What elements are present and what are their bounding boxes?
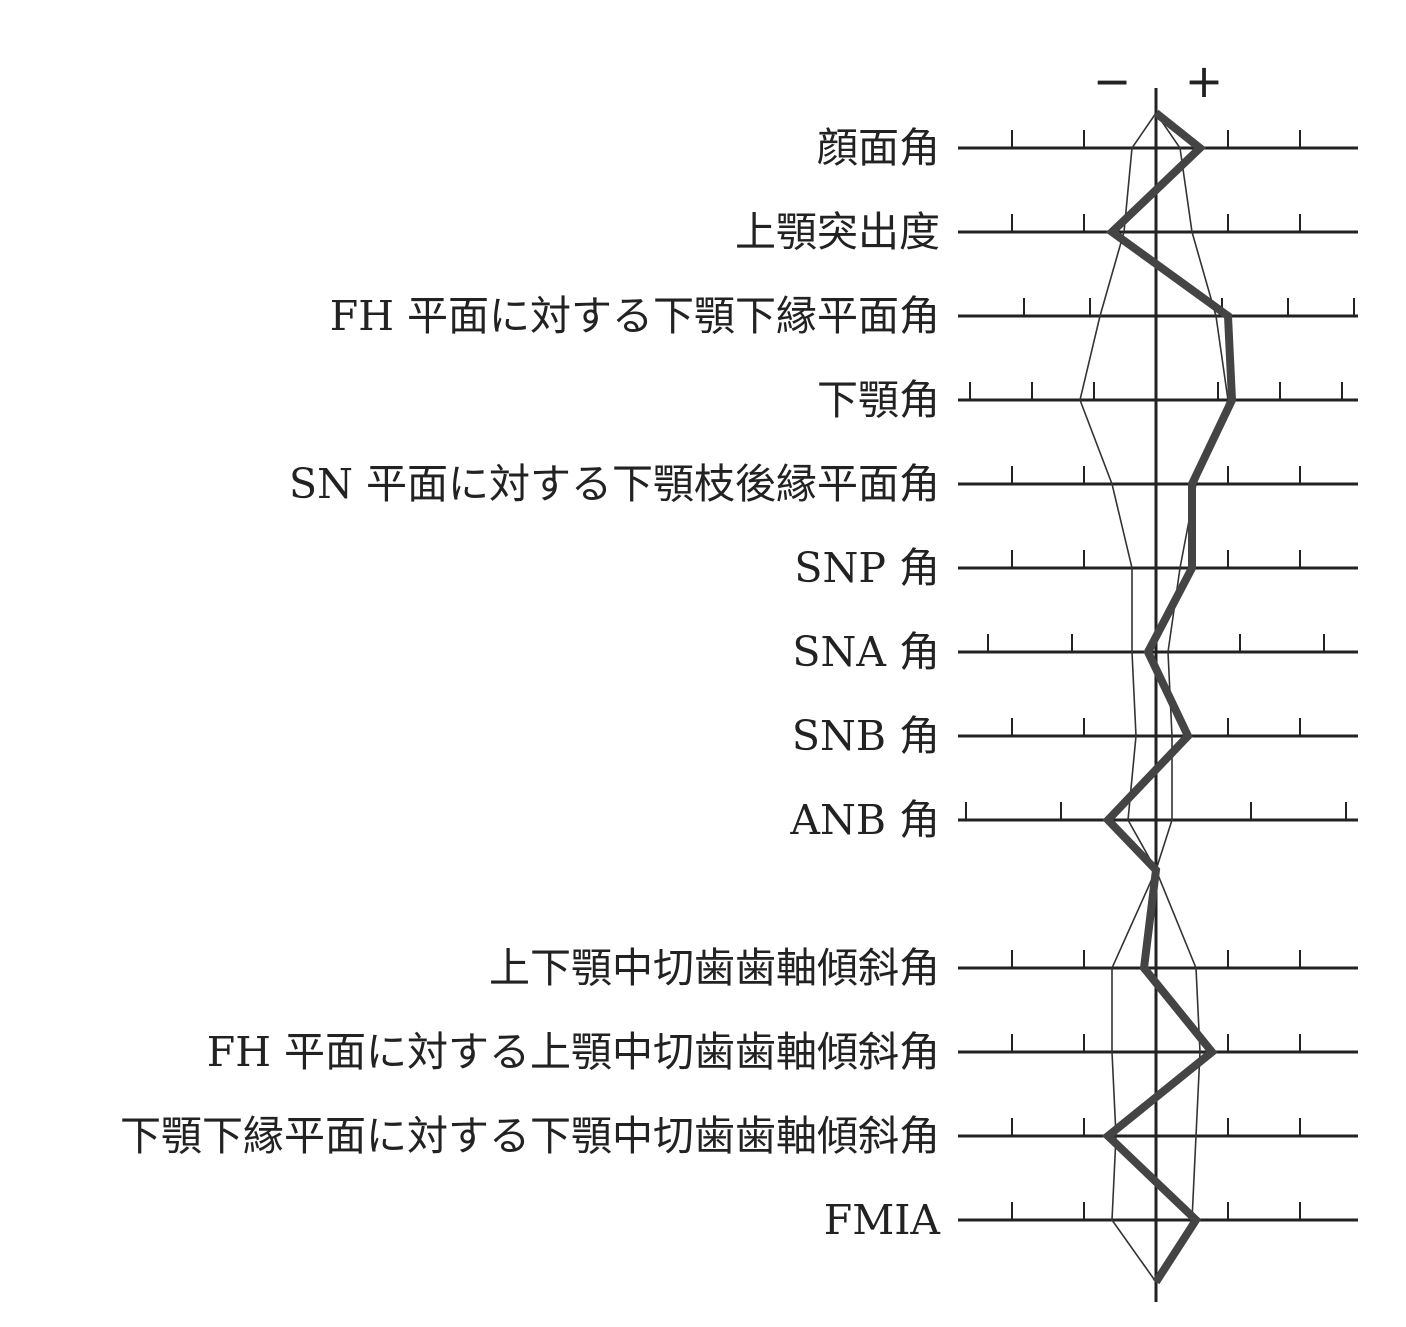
measurement-label: SN 平面に対する下顎枝後縁平面角 xyxy=(289,460,940,508)
patient-line xyxy=(1101,109,1237,1285)
plus-sign-label: + xyxy=(1185,54,1224,108)
measurement-label: ANB 角 xyxy=(789,796,940,844)
sign-labels: − + xyxy=(1093,54,1224,108)
measurement-label: FH 平面に対する上顎中切歯歯軸傾斜角 xyxy=(207,1028,940,1076)
patient-profile xyxy=(1101,109,1237,1285)
measurement-label: 下顎角 xyxy=(817,376,940,424)
norm-lines xyxy=(1079,112,1229,1283)
measurement-label: SNA 角 xyxy=(792,628,940,676)
measurement-label: 顔面角 xyxy=(817,124,940,172)
measurement-label: FH 平面に対する下顎下縁平面角 xyxy=(330,292,940,340)
measurement-label: 上下顎中切歯歯軸傾斜角 xyxy=(489,944,940,992)
measurement-label: FMIA xyxy=(824,1196,942,1244)
minus-sign-label: − xyxy=(1093,54,1132,108)
measurement-label: SNP 角 xyxy=(794,544,940,592)
norm-minus-line xyxy=(1079,112,1157,1283)
measurement-axes xyxy=(958,130,1358,1222)
measurement-label: 下顎下縁平面に対する下顎中切歯歯軸傾斜角 xyxy=(120,1112,940,1160)
measurement-label: 上顎突出度 xyxy=(735,208,940,256)
measurement-label: SNB 角 xyxy=(792,712,940,760)
